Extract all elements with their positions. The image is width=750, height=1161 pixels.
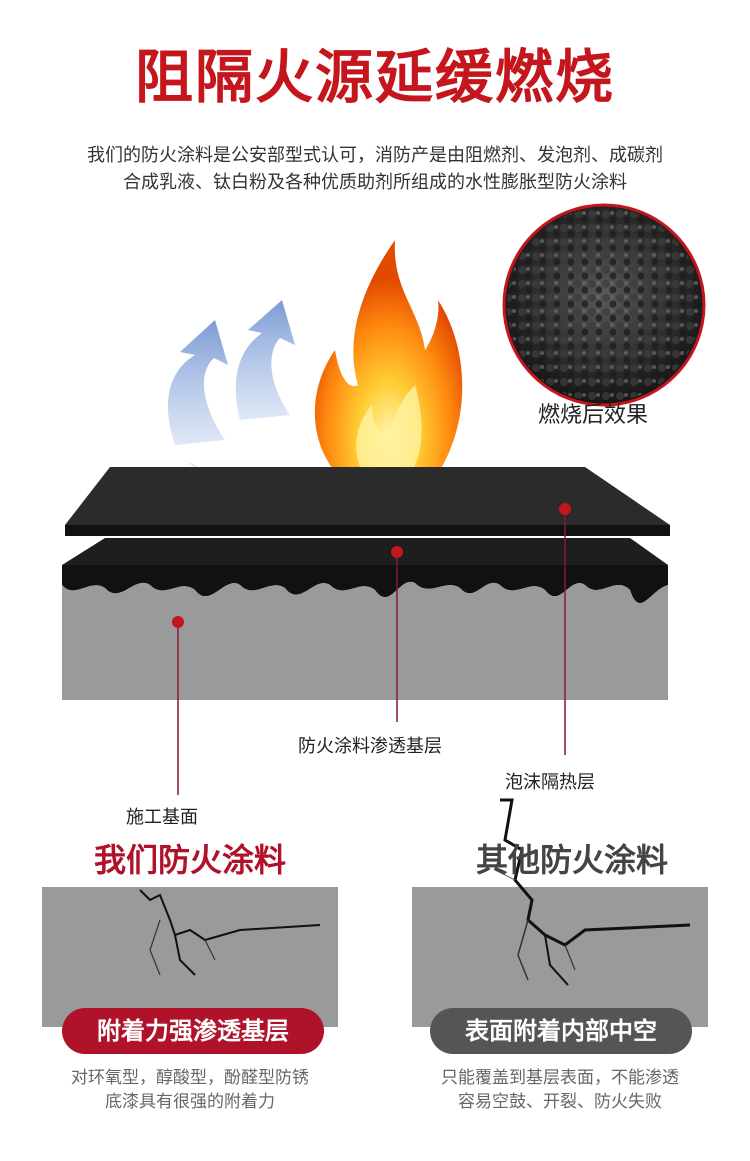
foam-insulation-layer: [65, 467, 670, 536]
intro-text: 我们的防火涂料是公安部型式认可，消防产是由阻燃剂、发泡剂、成碳剂 合成乳液、钛白…: [20, 142, 730, 196]
construction-substrate: [62, 581, 668, 700]
others-description: 只能覆盖到基层表面，不能渗透 容易空鼓、开裂、防火失败: [406, 1066, 714, 1114]
others-title: 其他防火涂料: [475, 841, 668, 879]
ours-desc-line-1: 对环氧型，醇酸型，酚醛型防锈: [71, 1068, 309, 1088]
callout-penetration: [391, 546, 403, 722]
burn-effect-label: 燃烧后效果: [538, 403, 649, 428]
others-badge: 表面附着内部中空: [430, 1008, 692, 1054]
penetration-label: 防火涂料渗透基层: [298, 736, 442, 757]
callout-foam: [559, 503, 571, 755]
page-title: 阻隔火源延缓燃烧: [134, 43, 615, 111]
foam-layer-label: 泡沫隔热层: [505, 772, 595, 793]
construction-base-label: 施工基面: [126, 807, 198, 828]
intro-line-1: 我们的防火涂料是公安部型式认可，消防产是由阻燃剂、发泡剂、成碳剂: [87, 145, 663, 166]
burn-result-image: [502, 203, 706, 407]
others-desc-line-1: 只能覆盖到基层表面，不能渗透: [441, 1068, 679, 1088]
ours-badge: 附着力强渗透基层: [62, 1008, 324, 1054]
others-sample-panel: [412, 798, 708, 1027]
others-desc-line-2: 容易空鼓、开裂、防火失败: [458, 1092, 662, 1112]
ours-description: 对环氧型，醇酸型，酚醛型防锈 底漆具有很强的附着力: [42, 1066, 338, 1114]
ours-desc-line-2: 底漆具有很强的附着力: [105, 1092, 275, 1112]
intro-line-2: 合成乳液、钛白粉及各种优质助剂所组成的水性膨胀型防火涂料: [123, 172, 627, 193]
flame-icon: [314, 240, 463, 501]
ours-sample-panel: [42, 887, 338, 1027]
callout-base: [172, 616, 184, 795]
ours-title: 我们防火涂料: [93, 841, 286, 879]
penetration-layer: [62, 538, 668, 604]
